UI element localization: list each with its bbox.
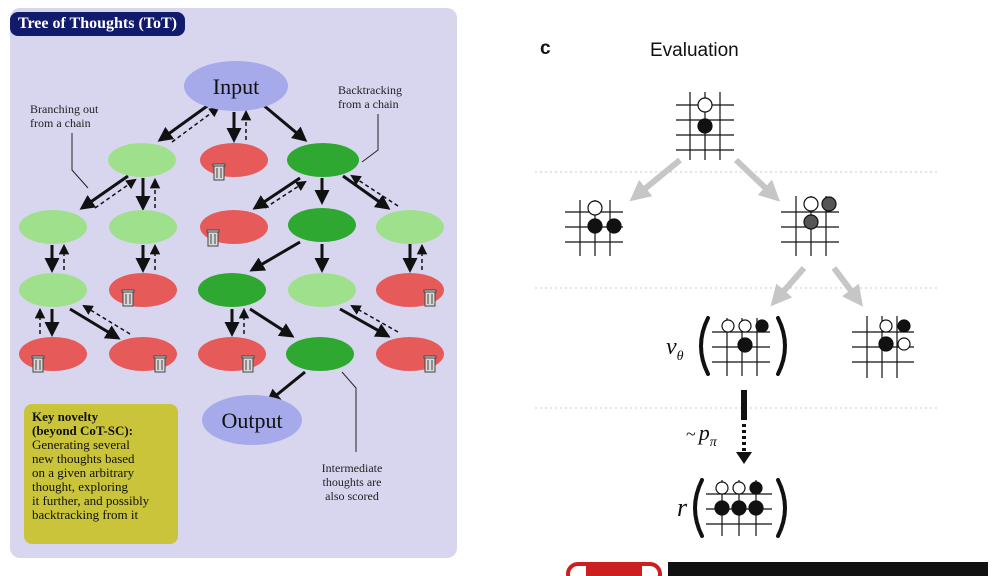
go-board-root [676, 92, 734, 160]
tree-arrows [629, 157, 864, 307]
key-novelty-box: Key novelty (beyond CoT-SC): Generating … [24, 404, 178, 544]
branching-label-line2: from a chain [30, 116, 91, 130]
branching-label-line1: Branching out [30, 102, 99, 116]
key-body-line3: on a given arbitrary [32, 465, 135, 480]
key-body-line4: thought, exploring [32, 479, 129, 494]
key-body-line2: new thoughts based [32, 451, 135, 466]
thought-node-l3-d [288, 273, 356, 307]
input-node [184, 61, 288, 111]
output-node [202, 395, 302, 445]
backtracking-label-line2: from a chain [338, 97, 399, 111]
go-board-sibling [852, 316, 914, 378]
go-board-child-left [565, 200, 623, 256]
go-board-value [712, 318, 770, 376]
thought-node-l2-e [376, 210, 444, 244]
thought-node-l3-c [198, 273, 266, 307]
trash-icon [212, 163, 226, 181]
thought-node-l2-b [109, 210, 177, 244]
rollout-policy-label: ~pπ [686, 420, 718, 450]
thought-node-l2-d [288, 208, 356, 242]
value-function-symbol: νθ [666, 334, 684, 364]
key-body-line6: backtracking from it [32, 507, 139, 522]
thought-node-l3-b-pruned [109, 273, 177, 307]
thought-node-l4-b-pruned [109, 337, 177, 371]
tot-backtrack-edges [34, 106, 428, 335]
tot-title-badge: Tree of Thoughts (ToT) [10, 12, 185, 36]
key-title-line1: Key novelty [32, 409, 99, 424]
trash-icon [241, 355, 255, 373]
thought-node-l4-a-pruned [19, 337, 87, 371]
key-body-line1: Generating several [32, 437, 130, 452]
backtracking-callout: Backtracking from a chain [338, 83, 402, 163]
trash-icon [121, 289, 135, 307]
trash-icon [423, 289, 437, 307]
trash-icon [31, 355, 45, 373]
thought-node-l1-c [287, 143, 359, 177]
thought-node-l4-d [286, 337, 354, 371]
trash-icon [206, 229, 220, 247]
trash-icons [31, 163, 437, 373]
trash-icon [153, 355, 167, 373]
panel-letter: c [540, 38, 551, 59]
intermediate-callout: Intermediate thoughts are also scored [322, 371, 383, 503]
output-label: Output [221, 408, 282, 433]
key-title-line2: (beyond CoT-SC): [32, 423, 134, 438]
input-label: Input [213, 74, 259, 99]
parentheses [693, 316, 787, 538]
backtracking-label-line1: Backtracking [338, 83, 402, 97]
watermark-logo [560, 548, 1008, 576]
reward-symbol: r [677, 493, 688, 522]
thought-node-l3-a [19, 273, 87, 307]
thought-node-l1-a [108, 143, 176, 177]
intermediate-label-line3: also scored [325, 489, 379, 503]
evaluation-title: Evaluation [650, 40, 739, 61]
go-board-child-right [781, 196, 839, 256]
trash-icon [423, 355, 437, 373]
go-board-reward [706, 480, 772, 536]
branching-callout: Branching out from a chain [30, 102, 99, 189]
tot-edges [44, 102, 418, 404]
thought-node-l1-b-pruned [200, 143, 268, 177]
thought-node-l4-c-pruned [198, 337, 266, 371]
rollout-arrow [736, 390, 752, 464]
thought-node-l2-a [19, 210, 87, 244]
key-body-line5: it further, and possibly [32, 493, 150, 508]
intermediate-label-line2: thoughts are [323, 475, 382, 489]
intermediate-label-line1: Intermediate [322, 461, 383, 475]
